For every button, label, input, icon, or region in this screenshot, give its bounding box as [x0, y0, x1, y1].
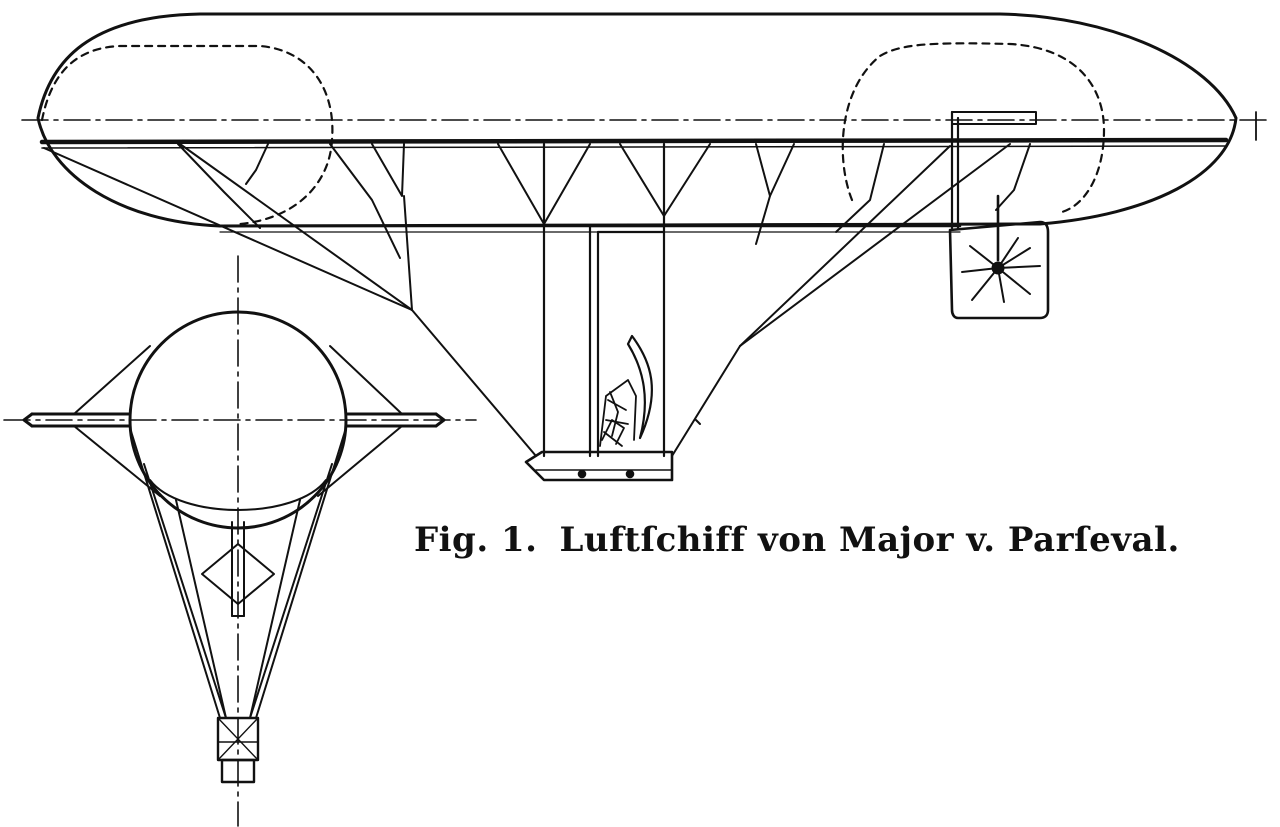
suspension-rail-lower — [41, 145, 1227, 149]
car-frame — [542, 142, 666, 458]
front-gondola — [216, 716, 260, 784]
figure-title: Luftſchiff von Major v. Parſeval. — [559, 520, 1180, 560]
propeller-hub — [991, 261, 1005, 275]
rail-bracing — [73, 345, 403, 497]
propeller-housing — [948, 220, 1050, 320]
diamond-fitting — [201, 521, 275, 617]
ballonet-rear — [841, 42, 1106, 214]
suspension-rail — [39, 137, 1229, 145]
front-suspension-ropes — [129, 427, 347, 719]
suspension-lines — [43, 143, 1031, 457]
keel-arc — [149, 479, 327, 511]
figure-caption: Fig. 1. Luftſchiff von Major v. Parſeval. — [414, 520, 1180, 560]
engine-mechanism — [599, 334, 653, 447]
ballonet-front — [40, 44, 334, 226]
side-view — [21, 12, 1273, 482]
side-rails — [22, 412, 446, 428]
front-view — [3, 255, 477, 827]
propeller-blade — [626, 334, 653, 440]
figure-number: Fig. 1. — [414, 520, 538, 560]
rear-propeller — [948, 220, 1050, 320]
stern-assembly — [950, 110, 1037, 262]
envelope-cross-section — [128, 310, 348, 530]
gondola-car — [524, 450, 674, 482]
envelope-outline — [36, 12, 1238, 228]
